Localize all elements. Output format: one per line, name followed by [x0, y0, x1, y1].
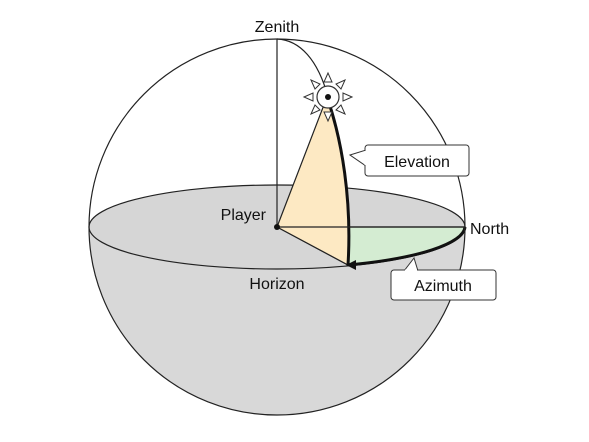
zenith-label: Zenith [255, 19, 299, 36]
sun-icon [302, 71, 354, 123]
elevation-callout: Elevation [348, 144, 470, 177]
azimuth-callout: Azimuth [390, 256, 497, 301]
horizon-label: Horizon [249, 276, 304, 293]
lower-hemisphere [89, 227, 465, 415]
player-label: Player [221, 207, 267, 224]
player-point [274, 224, 280, 230]
north-label: North [470, 221, 509, 238]
elevation-label: Elevation [384, 154, 450, 171]
azimuth-arc [347, 226, 467, 267]
elevation-arc [325, 96, 351, 266]
azimuth-label: Azimuth [414, 278, 472, 295]
azimuth-arrowhead [346, 260, 356, 270]
